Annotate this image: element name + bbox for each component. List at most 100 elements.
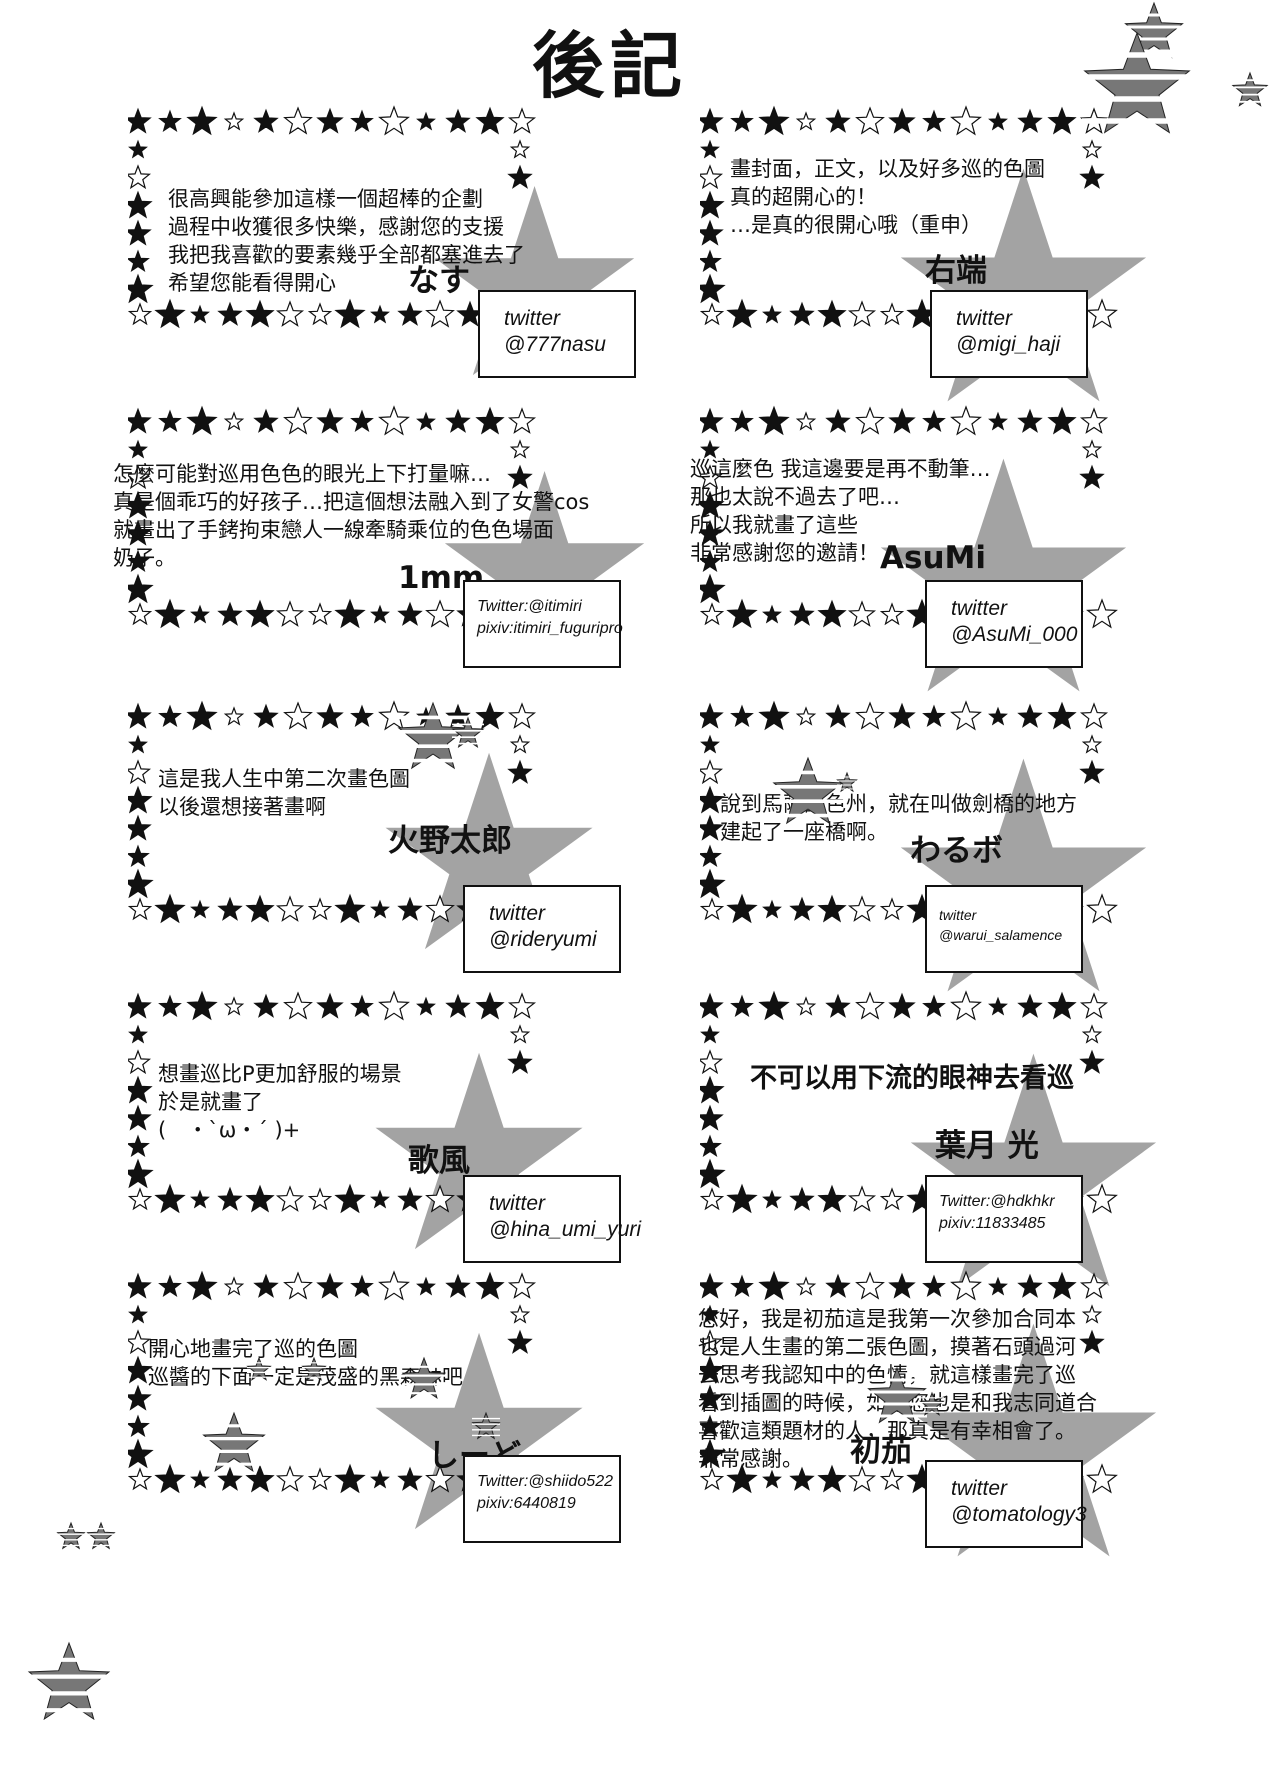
afterword-panel: ★開心地畫完了巡的色圖 巡醬的下面一定是茂盛的黑森林吧しーどTwitter:@s… [128, 1265, 621, 1570]
star-icon [507, 1329, 533, 1354]
star-icon [128, 549, 150, 573]
star-icon [700, 1158, 726, 1189]
star-icon [128, 573, 154, 604]
author-name: 右端 [925, 253, 987, 289]
star-icon [128, 464, 152, 490]
flag-star-icon [401, 1356, 447, 1399]
author-name: なす [408, 263, 470, 299]
star-icon [128, 439, 148, 459]
star-icon [128, 1158, 154, 1189]
star-icon [128, 702, 152, 729]
afterword-panel: ★您好，我是初茄這是我第一次參加合同本 也是人生畫的第二張色圖，摸著石頭過河 去… [698, 1265, 1177, 1605]
star-icon [1017, 1273, 1043, 1298]
star-icon [855, 106, 885, 135]
star-icon [507, 1272, 537, 1299]
star-icon [700, 1384, 724, 1411]
afterword-panel: ★怎麼可能對巡用色色的眼光上下打量嘛… 真是個乖巧的好孩子…把這個想法融入到了女… [113, 400, 661, 700]
star-icon [186, 990, 218, 1021]
star-frame [700, 1270, 1118, 1494]
star-icon [700, 1438, 726, 1469]
star-icon [762, 1189, 782, 1209]
star-icon [700, 1355, 725, 1384]
afterword-message: 怎麼可能對巡用色色的眼光上下打量嘛… 真是個乖巧的好孩子…把這個想法融入到了女警… [113, 462, 590, 570]
star-icon [950, 405, 982, 436]
star-icon [789, 896, 815, 921]
star-icon [700, 1414, 722, 1438]
star-icon [888, 702, 916, 729]
star-icon [334, 598, 366, 629]
star-icon [700, 602, 725, 626]
star-icon [700, 1049, 724, 1075]
star-icon [700, 734, 720, 754]
star-icon [700, 992, 724, 1019]
star-icon [1017, 993, 1043, 1018]
star-icon [397, 1466, 423, 1491]
star-icon [416, 111, 436, 131]
star-icon [154, 298, 186, 329]
star-icon [275, 895, 305, 922]
star-icon [700, 439, 720, 459]
star-icon [507, 164, 533, 189]
star-icon [425, 894, 455, 923]
star-icon [700, 107, 724, 134]
star-icon [700, 407, 724, 434]
star-icon [795, 411, 817, 431]
star-icon [397, 896, 423, 921]
star-icon [275, 1185, 305, 1212]
star-icon [223, 996, 245, 1016]
star-icon [253, 1273, 279, 1298]
star-icon [128, 139, 148, 159]
star-icon [223, 1276, 245, 1296]
star-icon [217, 1186, 243, 1211]
star-icon [128, 868, 154, 899]
contact-service: twitter [489, 902, 546, 925]
star-icon [1047, 106, 1077, 135]
star-icon [350, 409, 374, 433]
star-icon [879, 602, 905, 626]
star-icon [700, 219, 724, 246]
star-icon [128, 302, 153, 326]
star-icon [128, 1438, 154, 1469]
star-icon [190, 1469, 210, 1489]
star-icon [378, 1270, 410, 1301]
star-icon [1086, 598, 1118, 629]
star-icon [128, 249, 150, 273]
star-icon [795, 996, 817, 1016]
contact-service: twitter [951, 597, 1008, 620]
star-icon [509, 1304, 531, 1324]
background-star-icon: ★ [890, 1259, 1177, 1631]
afterword-message: 不可以用下流的眼神去看巡 [750, 1063, 1074, 1094]
star-icon [370, 1469, 390, 1489]
star-icon [154, 1183, 186, 1214]
star-icon [128, 1049, 152, 1075]
star-icon [1017, 108, 1043, 133]
star-icon [817, 894, 847, 923]
flag-star-icon [301, 1356, 327, 1381]
star-icon [726, 298, 758, 329]
star-icon [397, 1186, 423, 1211]
star-icon [700, 573, 726, 604]
afterword-panel: ★畫封面，正文，以及好多巡的色圖 真的超開心的！ …是真的很開心哦（重申）右端t… [700, 100, 1170, 450]
star-icon [334, 298, 366, 329]
star-icon [1086, 1183, 1118, 1214]
star-icon [334, 1183, 366, 1214]
star-icon [795, 706, 817, 726]
star-icon [789, 601, 815, 626]
star-icon [1047, 701, 1077, 730]
flag-star-icon [919, 1391, 945, 1416]
star-icon [128, 734, 148, 754]
star-icon [855, 1271, 885, 1300]
contact-service: twitter [956, 307, 1013, 330]
star-icon [888, 1272, 916, 1299]
contact-service: Twitter:@shiido522 [477, 1473, 613, 1490]
contact-box: twitter@AsuMi_000 [925, 580, 1083, 668]
star-icon [370, 899, 390, 919]
star-icon [700, 785, 725, 814]
star-icon [283, 701, 313, 730]
star-icon [128, 490, 153, 519]
star-icon [1081, 1304, 1103, 1324]
star-icon [730, 704, 754, 728]
star-icon [217, 601, 243, 626]
afterword-message: 想畫巡比P更加舒服的場景 於是就畫了 ( ・`ω・´ )+ [158, 1062, 402, 1142]
